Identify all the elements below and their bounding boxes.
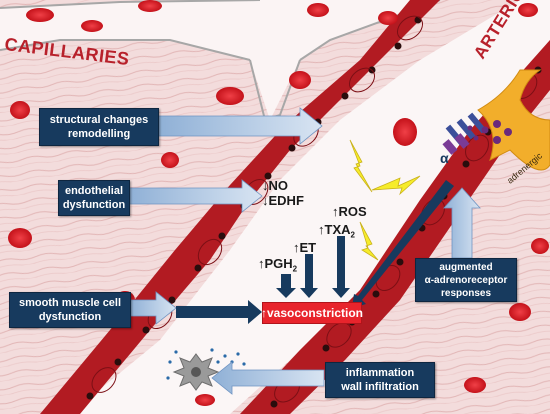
arrow-et-down — [300, 254, 318, 298]
box-alpha-adrenoreceptor: augmented α-adrenoreceptor responses — [415, 258, 517, 302]
alpha-receptors — [442, 112, 487, 155]
box-inflammation-line-2: wall infiltration — [341, 381, 419, 393]
box-smooth-muscle-line-2: dysfunction — [38, 311, 102, 323]
macrophage-icon — [172, 353, 220, 391]
arrow-endothelial — [127, 179, 263, 213]
ros-lightning-icons — [349, 139, 421, 261]
box-inflammation-line-1: inflammation — [345, 367, 415, 379]
box-inflammation: inflammation wall infiltration — [325, 362, 435, 398]
capillary-lumen — [0, 0, 440, 120]
box-endothelial-line-2: dysfunction — [62, 199, 126, 211]
mediator-pgh2-sub: 2 — [292, 264, 298, 274]
box-structural-line-1: structural changes — [49, 114, 149, 126]
box-alpha-line-1: augmented — [439, 261, 493, 273]
arrow-structural — [157, 107, 323, 145]
mediator-txa2-text: ↑TXA — [318, 222, 351, 237]
mediator-no: ↓NO — [262, 178, 288, 193]
vasoconstriction-box: ↑vasoconstriction — [261, 302, 363, 324]
box-endothelial-dysfunction: endothelial dysfunction — [58, 180, 130, 216]
mediator-et: ↑ET — [293, 240, 317, 255]
mediator-edhf: ↓EDHF — [262, 193, 304, 208]
arrow-smooth-to-vaso — [176, 300, 262, 324]
box-smooth-muscle-dysfunction: smooth muscle cell dysfunction — [9, 292, 131, 328]
adrenergic-terminal — [477, 69, 550, 171]
mediator-pgh2-text: ↑PGH — [258, 256, 293, 271]
arrow-alpha — [443, 187, 481, 259]
process-arrows — [127, 107, 481, 395]
mediator-txa2-sub: 2 — [350, 230, 355, 240]
box-structural-changes: structural changes remodelling — [39, 108, 159, 146]
neurotransmitter-vesicles — [467, 120, 512, 144]
mediator-arrows — [176, 180, 454, 324]
arrow-pgh2-down — [276, 274, 296, 298]
red-blood-cells — [8, 0, 549, 406]
box-endothelial-line-1: endothelial — [64, 185, 124, 197]
arrow-inflammation — [211, 361, 325, 395]
box-alpha-line-2: α-adrenoreceptor — [424, 274, 508, 286]
arrow-txa2-down — [332, 236, 350, 298]
arrow-smooth-muscle — [129, 291, 177, 325]
box-alpha-line-3: responses — [440, 287, 492, 299]
box-smooth-muscle-line-1: smooth muscle cell — [18, 297, 122, 309]
box-structural-line-2: remodelling — [67, 128, 131, 140]
mediator-txa2: ↑TXA2 — [318, 222, 355, 240]
arrow-receptor-to-vaso — [352, 180, 454, 308]
mediator-pgh2: ↑PGH2 — [258, 256, 297, 274]
mediator-ros: ↑ROS — [332, 204, 367, 219]
alpha-symbol: α — [440, 150, 449, 166]
